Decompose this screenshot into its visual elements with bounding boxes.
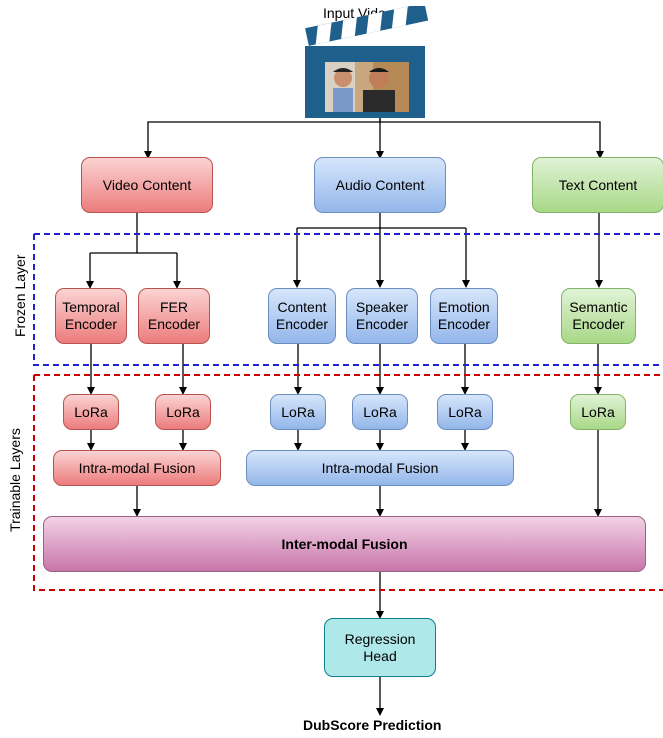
emotion-encoder-box: Emotion Encoder	[430, 288, 498, 344]
audio-content-box: Audio Content	[314, 157, 446, 213]
frozen-layer-border	[33, 233, 663, 366]
regression-head-box: Regression Head	[324, 618, 436, 677]
video-content-box: Video Content	[81, 157, 213, 213]
lora-semantic-box: LoRa	[570, 394, 626, 430]
clapperboard-icon	[305, 6, 429, 118]
trainable-layers-label: Trainable Layers	[7, 428, 23, 532]
lora-temporal-box: LoRa	[63, 394, 119, 430]
semantic-encoder-box: Semantic Encoder	[561, 288, 636, 344]
frozen-layer-label: Frozen Layer	[12, 254, 28, 337]
text-content-box: Text Content	[532, 157, 663, 213]
intra-modal-fusion-audio-box: Intra-modal Fusion	[246, 450, 514, 486]
lora-speaker-box: LoRa	[352, 394, 408, 430]
inter-modal-fusion-box: Inter-modal Fusion	[43, 516, 646, 572]
lora-content-box: LoRa	[270, 394, 326, 430]
dubscore-prediction-label: DubScore Prediction	[303, 717, 442, 733]
content-encoder-box: Content Encoder	[268, 288, 336, 344]
lora-emotion-box: LoRa	[437, 394, 493, 430]
temporal-encoder-box: Temporal Encoder	[55, 288, 127, 344]
speaker-encoder-box: Speaker Encoder	[346, 288, 418, 344]
fer-encoder-box: FER Encoder	[138, 288, 210, 344]
trainable-layers-border	[33, 374, 663, 591]
intra-modal-fusion-video-box: Intra-modal Fusion	[53, 450, 221, 486]
lora-fer-box: LoRa	[155, 394, 211, 430]
